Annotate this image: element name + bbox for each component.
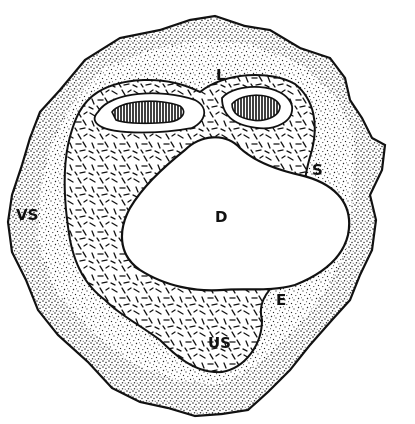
label-D: D	[215, 208, 227, 226]
label-E: E	[276, 291, 286, 309]
label-VS: VS	[16, 206, 38, 224]
label-L: L	[216, 66, 226, 84]
label-S: S	[312, 161, 323, 179]
label-US: US	[208, 334, 231, 352]
